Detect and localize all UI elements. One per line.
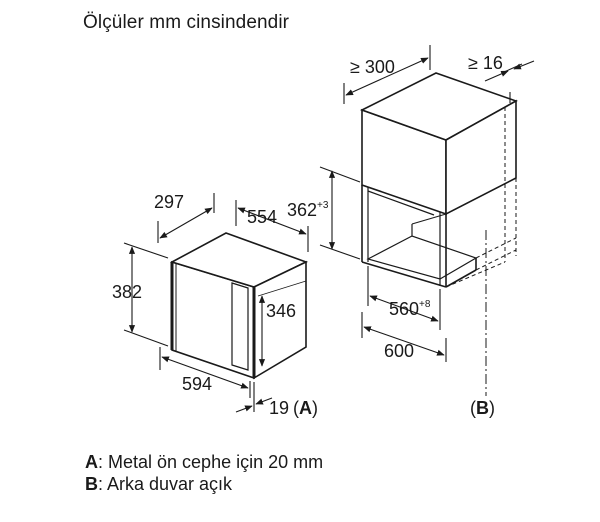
dim-line-16: [484, 70, 509, 82]
label-346: 346: [266, 301, 296, 321]
label-594: 594: [182, 374, 212, 394]
device-drawing: [169, 232, 309, 380]
label-297: 297: [154, 192, 184, 212]
legend-text-b: : Arka duvar açık: [98, 474, 233, 494]
label-382: 382: [112, 282, 142, 302]
dim-line-560: [369, 295, 439, 322]
niche-drawing: [359, 72, 518, 288]
dim-line-19: [235, 405, 253, 413]
label-554: 554: [247, 207, 277, 227]
label-ref-b: (B): [470, 398, 495, 418]
device-dimensions: [123, 193, 309, 413]
niche-shelf: [366, 235, 478, 280]
legend-key-b: B: [85, 474, 98, 494]
legend-text-a: : Metal ön cephe için 20 mm: [98, 452, 324, 472]
label-560: 560+8: [389, 299, 431, 319]
label-362: 362+3: [287, 200, 329, 220]
label-19: 19: [269, 398, 289, 418]
legend-item-a: A: Metal ön cephe için 20 mm: [85, 452, 323, 473]
niche-dimensions: [319, 45, 535, 362]
dim-line-297: [159, 207, 213, 239]
label-min-gap-16: ≥ 16: [468, 53, 503, 73]
label-ref-a: (A): [293, 398, 318, 418]
dim-line-594: [161, 356, 249, 389]
page-title: Ölçüler mm cinsindendir: [83, 12, 290, 33]
dim-line-554: [237, 207, 307, 235]
label-min-depth-300: ≥ 300: [350, 57, 395, 77]
label-600: 600: [384, 341, 414, 361]
legend-item-b: B: Arka duvar açık: [85, 474, 232, 495]
niche-hidden-lines: [445, 107, 517, 396]
dim-line-600: [363, 326, 445, 356]
dim-line-300: [345, 57, 429, 96]
legend-key-a: A: [85, 452, 98, 472]
